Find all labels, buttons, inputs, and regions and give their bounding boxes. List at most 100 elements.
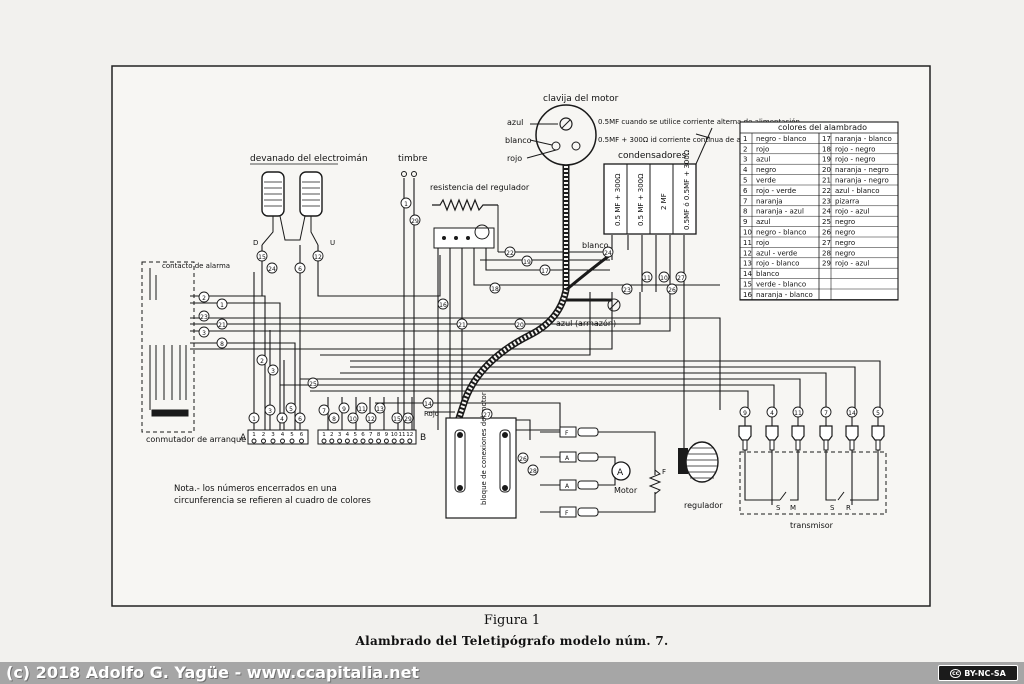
license-badge[interactable]: cc BY-NC-SA xyxy=(938,665,1018,681)
svg-text:4: 4 xyxy=(770,410,774,417)
color-table-number: 12 xyxy=(743,249,752,257)
wire-marker: 26 xyxy=(517,452,529,464)
terminal-b-screw xyxy=(399,438,405,444)
terminal-b-screw xyxy=(391,438,397,444)
svg-text:25: 25 xyxy=(309,381,317,388)
wire-marker: 10 xyxy=(347,412,359,424)
wire-marker: 8 xyxy=(216,337,228,349)
transmisor-contact-pin xyxy=(823,439,829,451)
color-table-color: rojo - verde xyxy=(756,187,796,195)
svg-text:3: 3 xyxy=(268,408,272,415)
resistencia-label: resistencia del regulador xyxy=(430,183,530,192)
terminal-b-number: 10 xyxy=(391,432,398,438)
timbre-label: timbre xyxy=(398,154,428,164)
svg-text:3: 3 xyxy=(271,368,275,375)
svg-text:19: 19 xyxy=(523,259,531,266)
svg-text:12: 12 xyxy=(314,254,322,261)
transmisor-contact-pin xyxy=(769,439,775,451)
terminal-b-number: 9 xyxy=(385,432,389,438)
wire-marker: 3 xyxy=(264,404,276,416)
color-table-number: 5 xyxy=(743,177,747,185)
motor-cable xyxy=(451,158,612,432)
nota-text: Nota.- los números encerrados en una cir… xyxy=(174,484,371,506)
wire-marker: 9 xyxy=(739,406,751,418)
wire-marker: 15 xyxy=(391,412,403,424)
r-label: R xyxy=(846,504,851,512)
svg-text:11: 11 xyxy=(358,406,366,413)
electroiman-coils xyxy=(261,171,323,246)
wire-marker: 25 xyxy=(307,377,319,389)
color-table-color: verde xyxy=(756,177,776,185)
cap1-label: 0.5 MF + 300Ω xyxy=(614,173,622,226)
footer-credit-link[interactable]: (c) 2018 Adolfo G. Yagüe - www.ccapitali… xyxy=(6,663,420,682)
wire-marker: 1 xyxy=(248,412,260,424)
color-table-color: negro xyxy=(835,218,855,226)
terminal-b-number: 2 xyxy=(330,432,334,438)
color-table-color: naranja - blanco xyxy=(835,135,892,143)
color-table-color: negro xyxy=(835,229,855,237)
motor-terminal-lug xyxy=(559,479,577,491)
svg-text:14: 14 xyxy=(848,410,856,417)
timbre-terminal xyxy=(411,171,417,177)
footer-bar: (c) 2018 Adolfo G. Yagüe - www.ccapitali… xyxy=(0,662,1024,684)
color-table-color: naranja - azul xyxy=(756,208,804,216)
svg-text:6: 6 xyxy=(298,266,302,273)
wire-marker: 27 xyxy=(481,408,493,420)
motor-terminal-lug xyxy=(559,426,577,438)
azul-label: azul xyxy=(507,118,523,127)
svg-text:9: 9 xyxy=(743,410,747,417)
color-table-number: 25 xyxy=(822,218,831,226)
color-table-color: negro xyxy=(756,166,776,174)
svg-text:28: 28 xyxy=(529,468,537,475)
wire-marker: 11 xyxy=(356,402,368,414)
color-table-color: rojo xyxy=(756,239,769,247)
transmisor-contact xyxy=(791,425,805,441)
transmisor-contact xyxy=(871,425,885,441)
regulador-knob xyxy=(678,441,719,483)
svg-text:26: 26 xyxy=(519,456,527,463)
blanco-label: blanco xyxy=(505,136,532,145)
color-table-color: naranja - negro xyxy=(835,166,889,174)
license-label: BY-NC-SA xyxy=(964,668,1006,678)
color-table-color: rojo - azul xyxy=(835,208,870,216)
terminal-b-screw xyxy=(337,438,343,444)
figure-subtitle: Alambrado del Teletipógrafo modelo núm. … xyxy=(355,634,669,648)
terminal-b-number: 12 xyxy=(406,432,413,438)
wire-marker: 21 xyxy=(216,318,228,330)
transmisor-contact xyxy=(845,425,859,441)
svg-text:21: 21 xyxy=(218,322,226,329)
bloque-conexiones-motor xyxy=(445,417,517,519)
color-table-number: 3 xyxy=(743,156,747,164)
terminal-a-number: 3 xyxy=(271,432,275,438)
terminal-a-screw xyxy=(251,438,257,444)
wire-marker: 12 xyxy=(365,412,377,424)
color-table-number: 22 xyxy=(822,187,831,195)
svg-text:4: 4 xyxy=(280,416,284,423)
wire-marker: 9 xyxy=(338,402,350,414)
motor-terminal-label: A xyxy=(565,483,570,490)
f-label: F xyxy=(662,468,666,476)
svg-text:24: 24 xyxy=(604,250,612,257)
wire-marker: 11 xyxy=(641,271,653,283)
block-b-label: B xyxy=(420,433,426,443)
color-table-color: rojo xyxy=(756,145,769,153)
svg-text:A: A xyxy=(617,468,624,478)
blanco-wire-label: blanco xyxy=(582,241,609,250)
svg-text:2: 2 xyxy=(202,295,206,302)
svg-text:13: 13 xyxy=(376,406,384,413)
color-table-number: 1 xyxy=(743,135,747,143)
color-table-number: 17 xyxy=(822,135,831,143)
svg-text:27: 27 xyxy=(483,412,491,419)
color-table-number: 13 xyxy=(743,260,752,268)
terminal-a-number: 1 xyxy=(252,432,256,438)
wiring-diagram: clavija del motor azul blanco rojo devan… xyxy=(111,65,931,607)
color-table-number: 21 xyxy=(822,177,831,185)
wire-marker: 27 xyxy=(675,271,687,283)
color-table-number: 4 xyxy=(743,166,748,174)
color-table-color: blanco xyxy=(756,270,779,278)
svg-text:16: 16 xyxy=(439,302,447,309)
svg-text:1: 1 xyxy=(252,416,256,423)
color-table-color: verde - blanco xyxy=(756,281,806,289)
